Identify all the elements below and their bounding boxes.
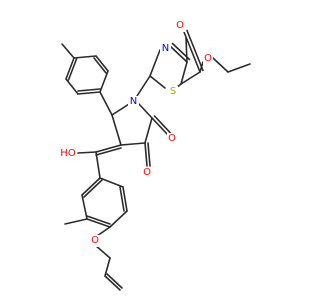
atom-label-layer: N S O O N O O HO O	[60, 20, 213, 247]
ester-c-o-bond	[199, 61, 204, 73]
label-bg	[175, 20, 185, 32]
enol-double-bond	[95, 147, 122, 156]
allyl-double-bond	[104, 275, 121, 291]
lactam-oxygen-label: O	[168, 133, 176, 144]
ester-carbonyl-double-bond	[183, 31, 201, 73]
tolyl-attachment-bond	[99, 91, 113, 116]
thiazole-s-c2-bond	[149, 75, 166, 89]
label-bg	[128, 96, 139, 108]
thiazole-c4-c5-bond	[180, 61, 188, 85]
tolyl-ring-bond	[93, 57, 107, 74]
allyl-ether-oxygen-label: O	[91, 235, 99, 246]
bond-layer	[61, 29, 251, 291]
tolyl-ring-bond	[77, 91, 101, 95]
tolyl-ring-bond	[95, 55, 109, 72]
lower-ring-bond	[119, 186, 125, 212]
lower-ring-bond	[109, 210, 128, 228]
label-bg	[160, 42, 171, 54]
enol-aryl-bond	[95, 151, 101, 179]
tolyl-ring-bond	[65, 57, 75, 80]
lower-ring-bond	[86, 218, 111, 228]
ethyl-bond	[227, 63, 251, 73]
ester-carbonyl-oxygen-label: O	[176, 20, 184, 31]
thiazole-pyrrolidine-bond	[136, 75, 151, 97]
allyl-bond	[104, 257, 111, 277]
tolyl-ring-bond	[77, 88, 101, 92]
thiazole-nitrogen-label: N	[162, 43, 169, 54]
aryl-o-bond	[96, 226, 111, 237]
tolyl-ring-bond	[67, 58, 78, 81]
tolyl-methyl-bond	[61, 43, 75, 59]
thiazole-methyl-bond	[185, 37, 188, 63]
enol-oh-bond	[77, 151, 97, 154]
label-bg	[90, 235, 100, 247]
ester-c5-carbonyl-bond	[180, 71, 201, 85]
lower-ring-bond	[83, 179, 103, 198]
allyl-double-bond	[106, 273, 123, 289]
thiazole-n-c4-bond	[169, 45, 188, 63]
ketone-oxygen-label: O	[143, 167, 151, 178]
ketone-bond	[144, 142, 148, 167]
tolyl-ring-bond	[65, 78, 79, 95]
ester-o-ethyl-bond	[212, 57, 229, 73]
label-bg	[60, 148, 77, 160]
thiazole-sulfur-label: S	[170, 86, 176, 97]
ketone-bond	[147, 142, 151, 167]
lower-ring-bond	[86, 215, 111, 225]
pyrrolidine-c2-c3-bond	[144, 117, 153, 144]
tolyl-ring-bond	[99, 70, 109, 93]
label-bg	[203, 53, 213, 65]
hydroxyl-label: HO	[60, 148, 76, 159]
ester-carbonyl-double-bond	[186, 29, 204, 72]
pyrrolidine-c4-c5-bond	[111, 114, 122, 146]
pyrrolidine-nitrogen-label: N	[130, 96, 137, 107]
ester-ether-oxygen-label: O	[204, 53, 212, 64]
lower-ring-bond	[99, 177, 124, 188]
label-bg	[167, 133, 177, 145]
lower-ring-bond	[122, 186, 128, 212]
lactam-carbonyl-bond	[151, 117, 169, 136]
pyrrolidine-n-c2-bond	[138, 103, 153, 119]
o-ch2-bond	[94, 244, 111, 259]
lactam-carbonyl-bond	[153, 115, 172, 134]
thiazole-c2-n-bond	[149, 49, 161, 77]
molecule-diagram: N S O O N O O HO O	[60, 20, 251, 291]
lower-ring-bond	[81, 194, 88, 220]
tolyl-ring-bond	[73, 55, 97, 59]
label-bg	[168, 86, 178, 98]
aryl-methyl-bond	[64, 218, 88, 225]
label-bg	[142, 167, 152, 179]
pyrrolidine-n-c5-bond	[111, 103, 130, 116]
pyrrolidine-c3-c4-bond	[120, 142, 146, 146]
enol-double-bond	[95, 144, 122, 153]
lower-ring-bond	[81, 177, 101, 196]
